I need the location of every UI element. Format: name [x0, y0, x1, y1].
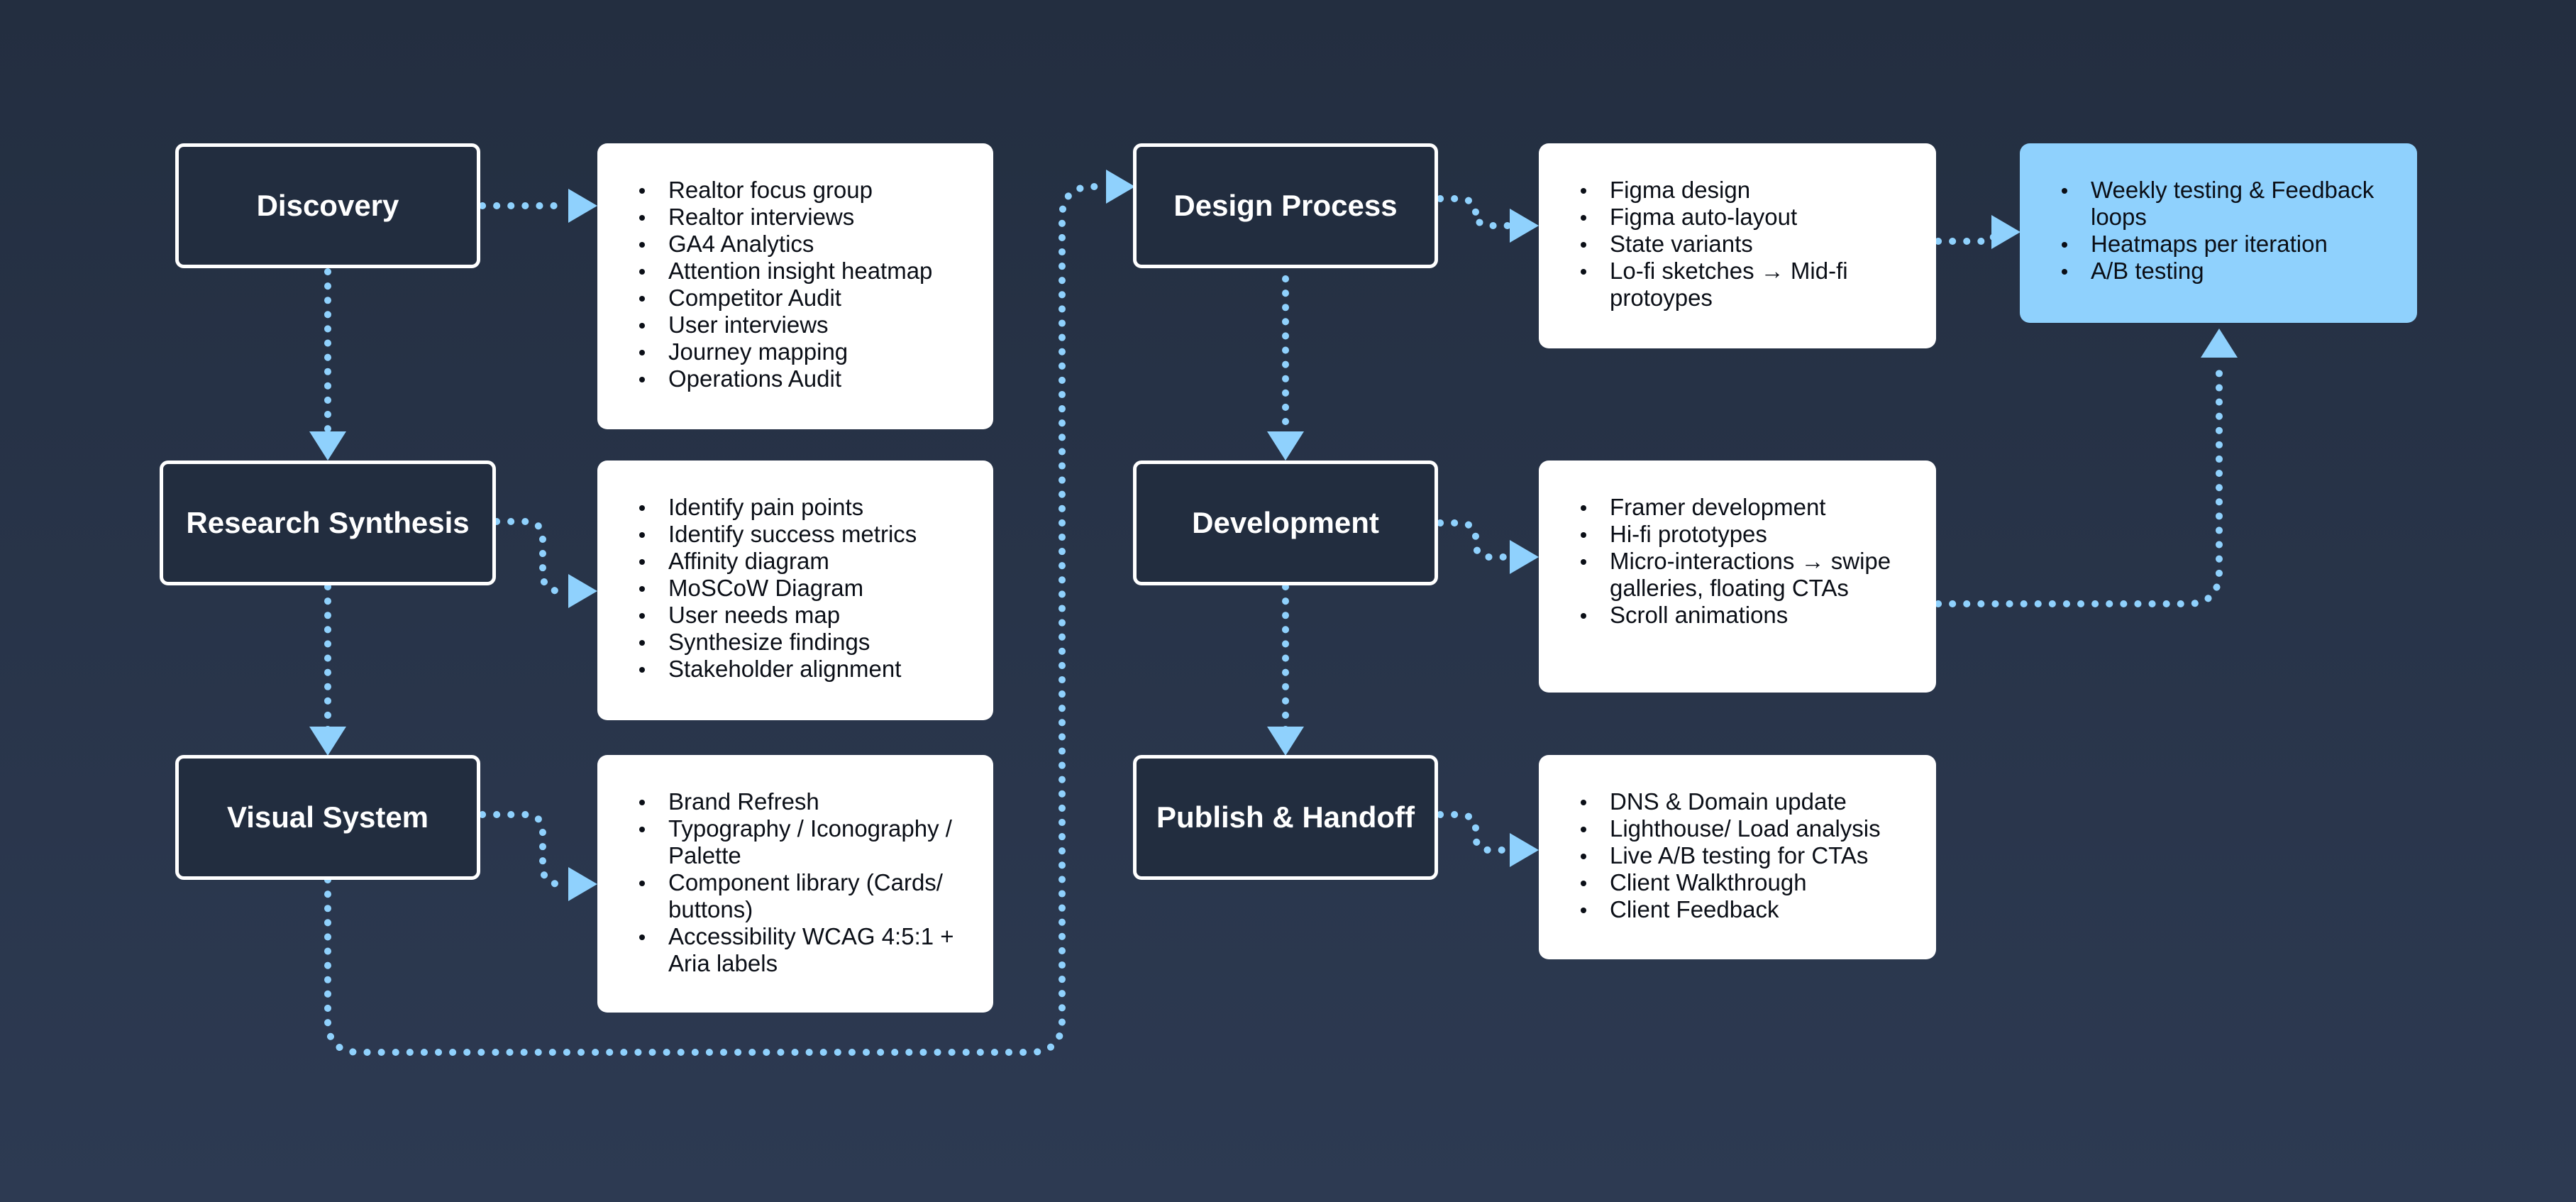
research-synthesis-list: Identify pain points Identify success me…	[597, 494, 993, 683]
connector-design-card-to-testing	[1935, 228, 2001, 245]
list-item: Component library (Cards/ buttons)	[639, 869, 965, 923]
list-item: Synthesize findings	[639, 629, 993, 656]
card-visual-system: Brand Refresh Typography / Iconography /…	[597, 755, 993, 1013]
list-item: DNS & Domain update	[1581, 788, 1936, 815]
list-item: Stakeholder alignment	[639, 656, 993, 683]
arrowhead-research	[309, 431, 346, 461]
connector-development-to-card	[1437, 519, 1523, 561]
arrowhead-visual-card	[568, 867, 597, 901]
stage-design-process: Design Process	[1133, 143, 1438, 268]
stage-publish-handoff: Publish & Handoff	[1133, 755, 1438, 880]
connector-publish-to-card	[1437, 811, 1523, 854]
list-item: Live A/B testing for CTAs	[1581, 842, 1936, 869]
card-development: Framer development Hi-fi prototypes Micr…	[1539, 461, 1936, 693]
design-process-list: Figma design Figma auto-layout State var…	[1539, 177, 1936, 311]
connector-development-card-to-testing	[1935, 365, 2223, 607]
list-item: Weekly testing & Feedback loops	[2062, 177, 2389, 231]
list-item: MoSCoW Diagram	[639, 575, 993, 602]
development-list: Framer development Hi-fi prototypes Micr…	[1539, 494, 1936, 629]
list-item: Lighthouse/ Load analysis	[1581, 815, 1936, 842]
list-item: GA4 Analytics	[639, 231, 993, 258]
connector-visual-to-card	[479, 811, 565, 888]
list-item: Client Walkthrough	[1581, 869, 1936, 896]
list-item: Client Feedback	[1581, 896, 1936, 923]
card-publish-handoff: DNS & Domain update Lighthouse/ Load ana…	[1539, 755, 1936, 959]
list-item: A/B testing	[2062, 258, 2389, 285]
arrowhead-development-card	[1510, 540, 1539, 574]
list-item: Competitor Audit	[639, 285, 993, 311]
visual-system-list: Brand Refresh Typography / Iconography /…	[597, 788, 993, 977]
arrowhead-testing-bottom	[2201, 329, 2238, 358]
card-discovery: Realtor focus group Realtor interviews G…	[597, 143, 993, 429]
card-research-synthesis: Identify pain points Identify success me…	[597, 461, 993, 720]
list-item: Typography / Iconography / Palette	[639, 815, 965, 869]
list-item: Brand Refresh	[639, 788, 965, 815]
list-item: Figma design	[1581, 177, 1908, 204]
list-item: Realtor focus group	[639, 177, 993, 204]
list-item: Identify success metrics	[639, 521, 993, 548]
list-item: State variants	[1581, 231, 1908, 258]
arrowhead-discovery-card	[568, 189, 597, 223]
list-item: User needs map	[639, 602, 993, 629]
arrowhead-design-card	[1510, 209, 1539, 243]
list-item: Heatmaps per iteration	[2062, 231, 2389, 258]
stage-visual-system: Visual System	[175, 755, 480, 880]
list-item: Scroll animations	[1581, 602, 1908, 629]
arrowhead-development	[1267, 431, 1304, 461]
connector-research-to-card	[493, 518, 565, 595]
list-item: User interviews	[639, 311, 993, 338]
list-item: Framer development	[1581, 494, 1908, 521]
list-item: Operations Audit	[639, 365, 993, 392]
stage-discovery: Discovery	[175, 143, 480, 268]
list-item: Lo-fi sketches → Mid-fi protoypes	[1581, 258, 1908, 311]
list-item: Accessibility WCAG 4:5:1 + Aria labels	[639, 923, 965, 977]
list-item: Journey mapping	[639, 338, 993, 365]
connector-design-to-card	[1437, 195, 1523, 229]
list-item: Affinity diagram	[639, 548, 993, 575]
arrowhead-design	[1106, 170, 1135, 204]
arrowhead-publish	[1267, 727, 1304, 756]
discovery-list: Realtor focus group Realtor interviews G…	[597, 177, 993, 392]
list-item: Attention insight heatmap	[639, 258, 993, 285]
arrowhead-publish-card	[1510, 833, 1539, 867]
stage-research-synthesis: Research Synthesis	[160, 461, 496, 585]
list-item: Figma auto-layout	[1581, 204, 1908, 231]
testing-list: Weekly testing & Feedback loops Heatmaps…	[2020, 177, 2417, 285]
arrowhead-testing-left	[1991, 215, 2021, 249]
arrowhead-research-card	[568, 574, 597, 608]
card-design-process: Figma design Figma auto-layout State var…	[1539, 143, 1936, 348]
stage-development: Development	[1133, 461, 1438, 585]
list-item: Realtor interviews	[639, 204, 993, 231]
list-item: Hi-fi prototypes	[1581, 521, 1908, 548]
card-testing: Weekly testing & Feedback loops Heatmaps…	[2020, 143, 2417, 323]
list-item: Micro-interactions → swipe galleries, fl…	[1581, 548, 1908, 602]
arrowhead-visual	[309, 727, 346, 756]
publish-handoff-list: DNS & Domain update Lighthouse/ Load ana…	[1539, 788, 1936, 923]
list-item: Identify pain points	[639, 494, 993, 521]
